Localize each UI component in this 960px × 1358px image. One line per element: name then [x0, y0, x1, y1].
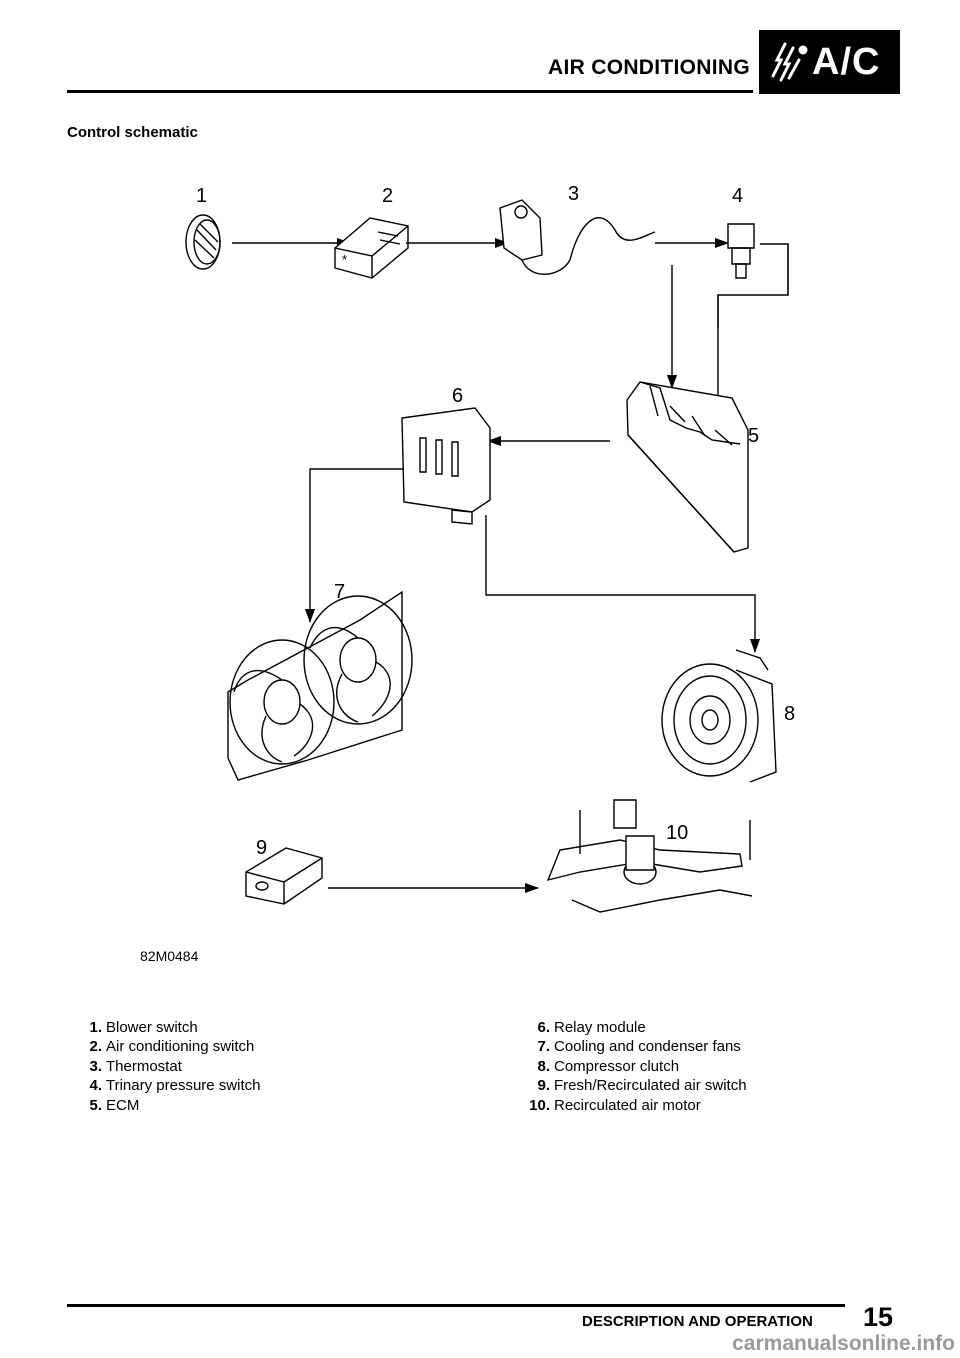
- legend-item: 4.Trinary pressure switch: [70, 1076, 400, 1095]
- legend-item: 5.ECM: [70, 1096, 400, 1115]
- section-heading: Control schematic: [67, 124, 198, 141]
- legend-number: 7.: [537, 1038, 550, 1056]
- callout-8: 8: [784, 703, 795, 725]
- legend-item: 10.Recirculated air motor: [518, 1096, 878, 1115]
- recirc-switch-drawing: [245, 847, 323, 905]
- legend-label: Air conditioning switch: [106, 1038, 255, 1056]
- footer-section-title: DESCRIPTION AND OPERATION: [582, 1313, 813, 1330]
- page-number: 15: [863, 1302, 894, 1332]
- legend-number: 6.: [537, 1019, 550, 1036]
- legend-right-column: 6.Relay module 7.Cooling and condenser f…: [518, 1018, 878, 1115]
- legend-left-column: 1.Blower switch 2.Air conditioning switc…: [70, 1018, 400, 1115]
- watermark: carmanualsonline.info: [732, 1332, 955, 1355]
- legend-item: 8.Compressor clutch: [518, 1057, 878, 1076]
- callout-1: 1: [196, 185, 207, 207]
- legend-item: 3.Thermostat: [70, 1057, 400, 1076]
- section-badge-label: A/C: [812, 41, 881, 83]
- callout-2: 2: [382, 185, 393, 207]
- legend-item: 2.Air conditioning switch: [70, 1037, 400, 1056]
- legend-item: 1.Blower switch: [70, 1018, 400, 1037]
- legend-label: ECM: [106, 1096, 140, 1114]
- legend-item: 6.Relay module: [518, 1018, 878, 1037]
- legend-number: 2.: [89, 1038, 102, 1056]
- page-header-title: AIR CONDITIONING: [548, 56, 750, 79]
- thermostat-drawing: [499, 199, 656, 275]
- legend-label: Recirculated air motor: [554, 1096, 701, 1114]
- legend-label: Cooling and condenser fans: [554, 1038, 741, 1056]
- legend-number: 3.: [89, 1057, 102, 1075]
- legend-item: 9.Fresh/Recirculated air switch: [518, 1076, 878, 1095]
- trinary-switch-drawing: [727, 223, 755, 279]
- callout-9: 9: [256, 837, 267, 859]
- legend-number: 4.: [89, 1077, 102, 1095]
- callout-7: 7: [334, 581, 345, 603]
- ac-switch-drawing: *: [334, 217, 409, 279]
- legend-number: 10.: [529, 1096, 550, 1114]
- legend-label: Thermostat: [106, 1057, 182, 1075]
- legend-label: Blower switch: [106, 1019, 198, 1036]
- callout-10: 10: [666, 822, 688, 844]
- callout-5: 5: [748, 425, 759, 447]
- header-rule: [67, 90, 753, 93]
- recirc-motor-drawing: [546, 799, 753, 913]
- legend-number: 5.: [89, 1096, 102, 1114]
- legend-number: 1.: [89, 1019, 102, 1036]
- callout-3: 3: [568, 183, 579, 205]
- callout-6: 6: [452, 385, 463, 407]
- svg-text:*: *: [342, 252, 347, 267]
- legend-item: 7.Cooling and condenser fans: [518, 1037, 878, 1056]
- control-schematic-diagram: *: [60, 160, 800, 975]
- legend-label: Relay module: [554, 1019, 646, 1036]
- ecm-drawing: [626, 381, 749, 553]
- figure-code: 82M0484: [140, 948, 199, 964]
- legend-label: Compressor clutch: [554, 1057, 680, 1075]
- legend-number: 9.: [537, 1077, 550, 1095]
- section-badge: [759, 30, 900, 94]
- blower-switch-drawing: [185, 214, 221, 270]
- footer-rule: [67, 1304, 845, 1307]
- legend-label: Trinary pressure switch: [106, 1077, 261, 1095]
- legend-label: Fresh/Recirculated air switch: [554, 1077, 747, 1095]
- callout-4: 4: [732, 185, 743, 207]
- cooling-fans-drawing: [227, 590, 413, 781]
- air-conditioning-fan-icon: [771, 42, 808, 82]
- legend-number: 8.: [537, 1057, 550, 1075]
- compressor-clutch-drawing: [661, 649, 777, 783]
- relay-module-drawing: [401, 407, 491, 525]
